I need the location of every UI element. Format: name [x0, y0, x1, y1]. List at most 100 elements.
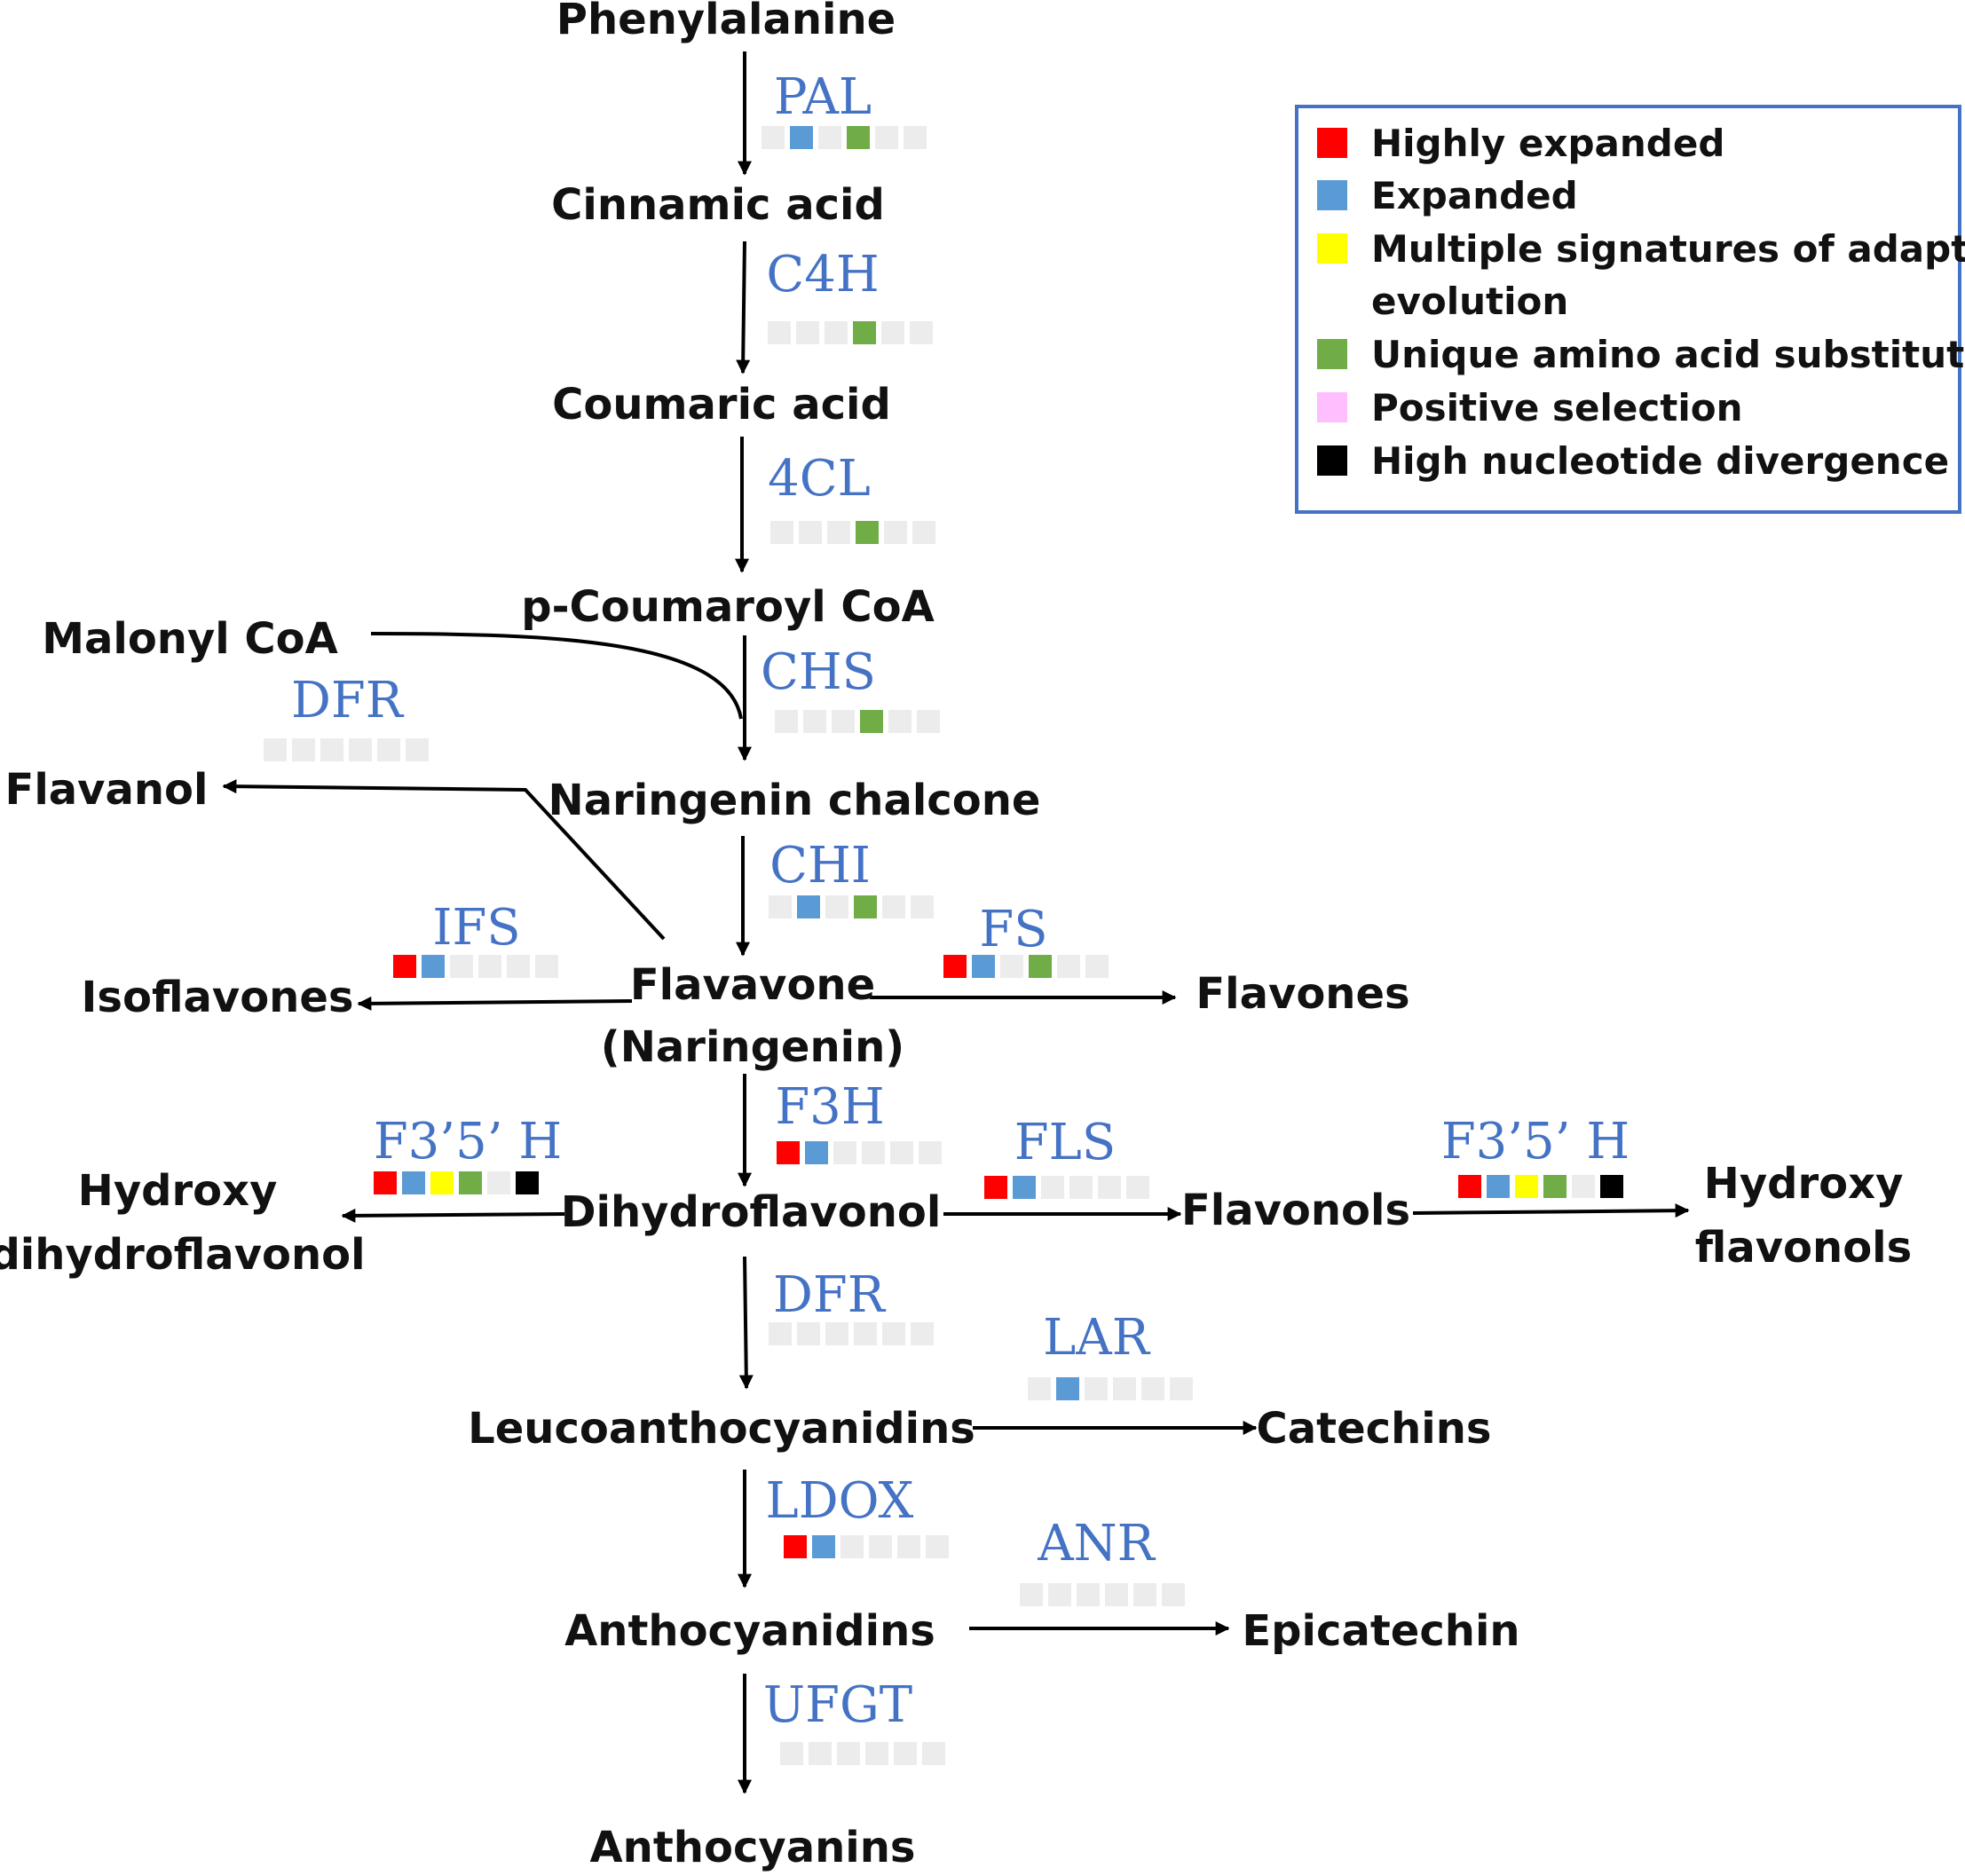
- signature-square-ifs-divergence: [535, 955, 558, 978]
- signature-square-f3h-highly-expanded: [777, 1141, 800, 1164]
- signature-square-chi-divergence: [911, 895, 934, 918]
- signature-square-ifs-positive: [507, 955, 530, 978]
- signature-square-f3h-adaptive: [833, 1141, 856, 1164]
- enzyme-label-f35h-right: F3’5’ H: [1441, 1113, 1630, 1171]
- compound-anthocyanidins: Anthocyanidins: [564, 1606, 935, 1656]
- compound-p-coumaroyl-coa: p-Coumaroyl CoA: [521, 582, 935, 632]
- arrow-to-isoflavones: [357, 996, 633, 1011]
- signature-square-fls-positive: [1098, 1176, 1121, 1199]
- enzyme-label-f35h-left: F3’5’ H: [374, 1113, 562, 1171]
- signature-square-c4h-divergence: [910, 321, 933, 344]
- legend-box: [1295, 105, 1961, 514]
- compound-cinnamic-acid: Cinnamic acid: [551, 180, 885, 230]
- signature-square-ifs-highly-expanded: [393, 955, 416, 978]
- legend-swatch-expanded: [1317, 180, 1347, 210]
- signature-square-4cl-divergence: [912, 521, 935, 544]
- signature-row-dfr-lower: [769, 1322, 934, 1345]
- arrow-to-flavanol: [222, 779, 666, 941]
- signature-square-dfr-upper-expanded: [292, 738, 315, 761]
- enzyme-label-fls: FLS: [1014, 1114, 1116, 1171]
- signature-row-anr: [1020, 1583, 1185, 1606]
- legend-swatch-adaptive: [1317, 233, 1347, 264]
- signature-square-anr-highly-expanded: [1020, 1583, 1043, 1606]
- enzyme-label-ifs: IFS: [432, 899, 520, 957]
- compound-hydroxy-dihydroflavonol-line2: dihydroflavonol: [0, 1230, 366, 1280]
- enzyme-lar: LAR: [1028, 1309, 1193, 1400]
- signature-square-ldox-positive: [897, 1535, 920, 1558]
- signature-square-fls-adaptive: [1041, 1176, 1064, 1199]
- legend-swatch-highly-expanded: [1317, 128, 1347, 158]
- compound-phenylalanine: Phenylalanine: [556, 0, 896, 44]
- signature-square-fls-highly-expanded: [984, 1176, 1007, 1199]
- enzyme-label-c4h: C4H: [766, 246, 879, 303]
- legend-label-adaptive: Multiple signatures of adaptive: [1371, 227, 1965, 271]
- signature-row-c4h: [768, 321, 933, 344]
- compound-leucoanthocyanidins: Leucoanthocyanidins: [468, 1404, 975, 1454]
- signature-square-f35h-left-divergence: [516, 1171, 539, 1194]
- legend-swatch-unique-aa: [1317, 339, 1347, 369]
- enzyme-fs: FS: [943, 901, 1109, 978]
- signature-square-fls-divergence: [1126, 1176, 1149, 1199]
- signature-row-ufgt: [780, 1742, 945, 1765]
- signature-square-chs-adaptive: [832, 710, 855, 733]
- signature-square-ifs-adaptive: [450, 955, 473, 978]
- legend-label-expanded: Expanded: [1371, 174, 1578, 217]
- signature-row-f35h-right: [1458, 1175, 1623, 1198]
- arrow-to-hydroxy-dihydroflavonol: [341, 1208, 565, 1223]
- enzyme-label-f3h: F3H: [775, 1078, 884, 1136]
- enzyme-fls: FLS: [984, 1114, 1149, 1199]
- signature-square-ldox-unique-aa: [869, 1535, 892, 1558]
- signature-square-ifs-unique-aa: [478, 955, 501, 978]
- signature-square-f35h-right-expanded: [1487, 1175, 1510, 1198]
- signature-square-ldox-highly-expanded: [784, 1535, 807, 1558]
- signature-square-f35h-right-positive: [1572, 1175, 1595, 1198]
- signature-square-chs-expanded: [803, 710, 826, 733]
- signature-square-f35h-right-adaptive: [1515, 1175, 1538, 1198]
- arrow-to-hydroxy-flavonols: [1412, 1203, 1690, 1218]
- signature-row-f35h-left: [374, 1171, 539, 1194]
- signature-square-f35h-right-divergence: [1600, 1175, 1623, 1198]
- compound-dihydroflavonol: Dihydroflavonol: [561, 1187, 942, 1237]
- signature-square-c4h-highly-expanded: [768, 321, 791, 344]
- signature-square-lar-adaptive: [1085, 1377, 1108, 1400]
- legend-swatch-divergence: [1317, 445, 1347, 476]
- signature-square-ufgt-highly-expanded: [780, 1742, 803, 1765]
- signature-square-ldox-divergence: [926, 1535, 949, 1558]
- signature-square-pal-divergence: [904, 126, 927, 149]
- signature-row-f3h: [777, 1141, 942, 1164]
- enzyme-f3h: F3H: [775, 1078, 942, 1164]
- legend-swatch-positive: [1317, 392, 1347, 422]
- legend-label-positive: Positive selection: [1371, 386, 1742, 430]
- signature-row-dfr-upper: [264, 738, 429, 761]
- signature-square-fs-divergence: [1085, 955, 1109, 978]
- signature-square-pal-expanded: [790, 126, 813, 149]
- signature-row-chi: [769, 895, 934, 918]
- compound-flavanol: Flavanol: [5, 765, 209, 815]
- signature-square-c4h-unique-aa: [853, 321, 876, 344]
- enzyme-4cl: 4CL: [768, 450, 935, 544]
- signature-square-dfr-upper-unique-aa: [349, 738, 372, 761]
- enzyme-f35h-right: F3’5’ H: [1441, 1113, 1630, 1198]
- signature-square-chs-unique-aa: [860, 710, 883, 733]
- signature-square-fs-adaptive: [1000, 955, 1023, 978]
- signature-square-f35h-left-expanded: [402, 1171, 425, 1194]
- signature-square-lar-expanded: [1056, 1377, 1079, 1400]
- enzyme-label-dfr-lower: DFR: [773, 1266, 887, 1324]
- compound-flavavone: Flavavone: [630, 960, 875, 1010]
- signature-square-ifs-expanded: [422, 955, 445, 978]
- signature-square-f3h-unique-aa: [862, 1141, 885, 1164]
- signature-square-fs-expanded: [972, 955, 995, 978]
- signature-square-dfr-lower-positive: [882, 1322, 905, 1345]
- compound-isoflavones: Isoflavones: [82, 973, 354, 1022]
- compound-naringenin: (Naringenin): [601, 1022, 904, 1072]
- arrow-cinnamic-to-coumaric: [736, 240, 751, 374]
- signature-square-4cl-positive: [884, 521, 907, 544]
- signature-square-dfr-lower-highly-expanded: [769, 1322, 792, 1345]
- signature-square-fs-unique-aa: [1029, 955, 1052, 978]
- signature-square-ufgt-adaptive: [837, 1742, 860, 1765]
- arrow-malonyl-merge: [370, 632, 743, 720]
- enzyme-chi: CHI: [769, 837, 934, 918]
- signature-row-pal: [762, 126, 927, 149]
- legend-label-highly-expanded: Highly expanded: [1371, 122, 1724, 165]
